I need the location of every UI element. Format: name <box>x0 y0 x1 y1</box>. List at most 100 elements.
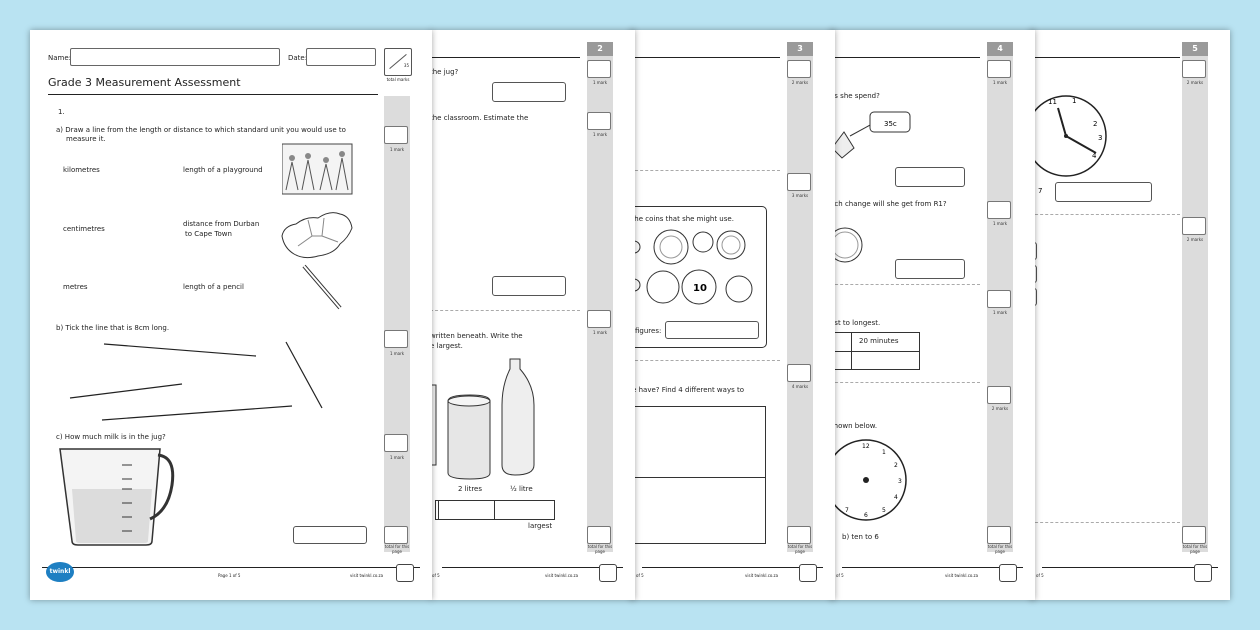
dotted-divider <box>630 360 780 361</box>
page-number: of 5 <box>836 573 844 578</box>
answer-box[interactable] <box>293 526 367 544</box>
total-marks-label: total marks <box>386 77 410 82</box>
item-label: to Cape Town <box>185 230 232 238</box>
worksheet-page-4: 4 1 mark es she spend? 35c 1 mark uch ch… <box>830 30 1035 600</box>
total-box[interactable] <box>1182 526 1206 544</box>
question-text: e the coins that she might use. <box>630 215 734 223</box>
mark-label: 1 mark <box>389 351 405 356</box>
mark-label: 1 mark <box>592 132 608 137</box>
dotted-divider <box>1030 522 1180 523</box>
date-field[interactable] <box>306 48 376 66</box>
unit-label: kilometres <box>63 166 100 174</box>
page-number: of 5 <box>1036 573 1044 578</box>
question-text: uch change will she get from R1? <box>830 200 947 208</box>
mark-box[interactable] <box>384 434 408 452</box>
mark-label: 1 mark <box>992 80 1008 85</box>
mark-box[interactable] <box>1182 217 1206 235</box>
mark-box[interactable] <box>384 126 408 144</box>
clock-number: 2 <box>894 462 898 469</box>
coin-value: 10 <box>693 283 707 294</box>
unit-label: centimetres <box>63 225 105 233</box>
question-text: b) ten to 6 <box>842 533 879 541</box>
footer-rule <box>642 567 823 568</box>
clock-number: 4 <box>894 494 898 501</box>
answer-box[interactable] <box>895 259 965 279</box>
question-text: the classroom. Estimate the <box>430 114 529 122</box>
mark-box[interactable] <box>787 60 811 78</box>
container-label: ½ litre <box>510 485 533 493</box>
total-box[interactable] <box>587 526 611 544</box>
mark-box[interactable] <box>987 290 1011 308</box>
mark-box[interactable] <box>587 60 611 78</box>
mark-box[interactable] <box>987 60 1011 78</box>
mark-box[interactable] <box>587 112 611 130</box>
ordering-label: largest <box>528 522 553 530</box>
item-label: length of a playground <box>183 166 263 174</box>
twinkl-badge-icon <box>599 564 617 582</box>
question-text: shown below. <box>830 422 878 430</box>
mark-label: 4 marks <box>791 384 809 389</box>
question-text: b) Tick the line that is 8cm long. <box>56 324 170 332</box>
ordering-boxes[interactable] <box>435 500 555 520</box>
total-marks-box[interactable]: 35 total marks <box>384 48 412 82</box>
page-number-badge: 5 <box>1182 42 1208 56</box>
blank-clock: 12 1 2 3 4 5 6 7 <box>830 439 907 521</box>
footer-rule <box>442 567 623 568</box>
question-text: a) Draw a line from the length or distan… <box>56 126 346 134</box>
mark-box[interactable] <box>384 330 408 348</box>
twinkl-badge-icon <box>799 564 817 582</box>
mark-label: 1 mark <box>389 455 405 460</box>
url-text: visit twinkl.co.za <box>545 573 579 578</box>
question-text: measure it. <box>66 135 106 143</box>
name-field[interactable] <box>70 48 280 66</box>
mark-box[interactable] <box>1182 60 1206 78</box>
twinkl-badge-icon <box>396 564 414 582</box>
url-text: visit twinkl.co.za <box>745 573 779 578</box>
mark-box[interactable] <box>787 173 811 191</box>
containers-illustration <box>430 358 535 480</box>
lines-to-measure <box>69 341 323 421</box>
mark-box[interactable] <box>587 310 611 328</box>
answer-grid[interactable] <box>630 406 766 544</box>
answer-box[interactable] <box>895 167 965 187</box>
worksheet-page-2: 2 1 mark the jug? 1 mark the classroom. … <box>430 30 635 600</box>
title-rule <box>48 94 378 95</box>
container-label: 2 litres <box>458 485 482 493</box>
date-label: Date: <box>288 54 308 62</box>
marks-rail: 3 <box>787 42 813 552</box>
question-text: e largest. <box>430 342 463 350</box>
mark-box[interactable] <box>787 364 811 382</box>
mark-box[interactable] <box>987 201 1011 219</box>
total-label: total for this page <box>787 544 813 554</box>
total-box[interactable] <box>787 526 811 544</box>
coins-illustration: 10 <box>631 229 753 305</box>
page-number: of 5 <box>432 573 440 578</box>
page-number: Page 1 of 5 <box>218 573 241 578</box>
total-label: total for this page <box>384 544 410 554</box>
clock-number: 5 <box>882 507 886 514</box>
question-text: written beneath. Write the <box>430 332 523 340</box>
clock-number: 3 <box>1098 134 1102 142</box>
answer-box[interactable] <box>492 276 566 296</box>
total-label: total for this page <box>1182 544 1208 554</box>
answer-box[interactable] <box>492 82 566 102</box>
total-marks-value: 35 <box>403 63 409 68</box>
dotted-divider <box>830 284 980 285</box>
mark-box[interactable] <box>987 386 1011 404</box>
answer-box[interactable] <box>665 321 759 339</box>
unit-label: metres <box>63 283 88 291</box>
sweet-with-price-tag: 35c <box>831 111 911 159</box>
answer-box[interactable] <box>1055 182 1152 202</box>
south-africa-map <box>281 212 353 259</box>
clock-number: 6 <box>864 512 868 519</box>
page-number-badge: 2 <box>587 42 613 56</box>
total-box[interactable] <box>987 526 1011 544</box>
divider <box>1030 57 1180 58</box>
twinkl-badge-icon <box>1194 564 1212 582</box>
page-number-badge: 3 <box>787 42 813 56</box>
price-tag: 35c <box>884 120 897 128</box>
mark-label: 1 mark <box>992 310 1008 315</box>
total-box[interactable] <box>384 526 408 544</box>
analogue-clock: 1 2 3 4 11 7 <box>1030 95 1107 195</box>
item-label: distance from Durban <box>183 220 260 228</box>
